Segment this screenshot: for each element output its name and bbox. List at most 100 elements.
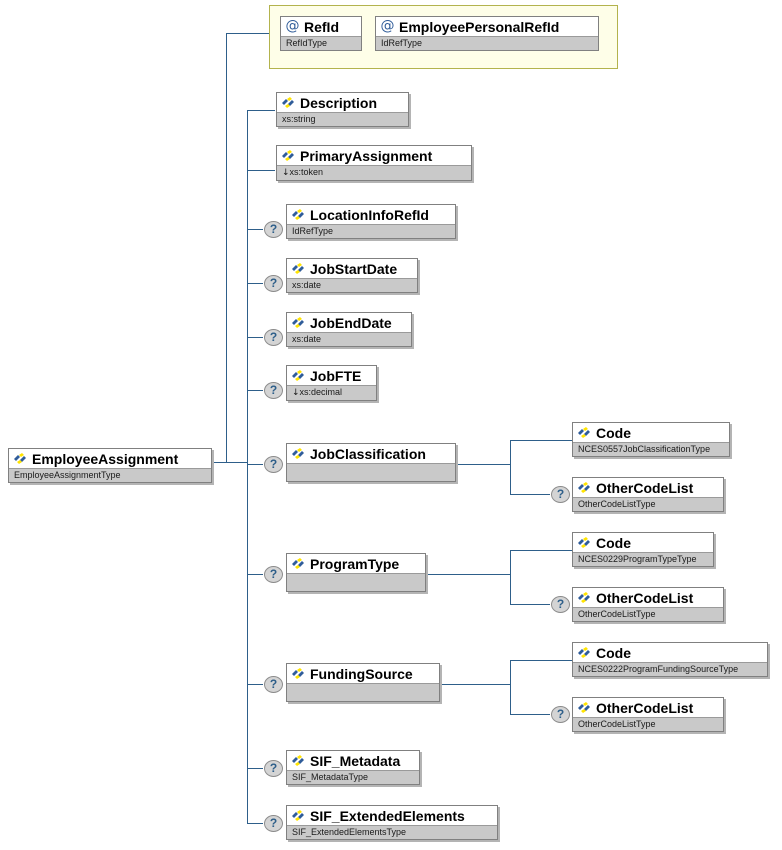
node-sifmetadata-title: SIF_Metadata — [287, 751, 419, 770]
attribute-node-employeepersonalrefid[interactable]: @ EmployeePersonalRefId IdRefType — [375, 16, 599, 51]
node-sifextendedelements[interactable]: SIF_ExtendedElements SIF_ExtendedElement… — [286, 805, 498, 840]
node-fundingsource-label: FundingSource — [310, 666, 413, 682]
node-primaryassignment[interactable]: PrimaryAssignment ↓xs:token — [276, 145, 472, 181]
node-programtype-code[interactable]: Code NCES0229ProgramTypeType — [572, 532, 714, 567]
node-jobclassification-label: JobClassification — [310, 446, 426, 462]
element-icon — [13, 452, 28, 466]
node-sifmetadata-type: SIF_MetadataType — [287, 770, 419, 784]
node-jobfte[interactable]: JobFTE ↓xs:decimal — [286, 365, 377, 401]
node-fundingsource-othercodelist-title: OtherCodeList — [573, 698, 723, 717]
optional-marker-fundingsource-othercodelist: ? — [551, 706, 570, 723]
node-jobstartdate[interactable]: JobStartDate xs:date — [286, 258, 418, 293]
node-jobenddate[interactable]: JobEndDate xs:date — [286, 312, 412, 347]
node-description-label: Description — [300, 95, 378, 111]
node-jobclassification-code[interactable]: Code NCES0557JobClassificationType — [572, 422, 730, 457]
element-icon — [577, 591, 592, 605]
element-icon — [291, 262, 306, 276]
element-icon — [291, 208, 306, 222]
attribute-node-refid[interactable]: @ RefId RefIdType — [280, 16, 362, 51]
connector-arm-jobclassification — [247, 464, 263, 465]
node-sifextendedelements-label: SIF_ExtendedElements — [310, 808, 465, 824]
node-locationinforefid-title: LocationInfoRefId — [287, 205, 455, 224]
node-description[interactable]: Description xs:string — [276, 92, 409, 127]
node-locationinforefid-type: IdRefType — [287, 224, 455, 238]
optional-marker-sifmetadata: ? — [264, 760, 283, 777]
node-primaryassignment-type: ↓xs:token — [277, 165, 471, 180]
node-sifextendedelements-title: SIF_ExtendedElements — [287, 806, 497, 825]
element-icon — [577, 426, 592, 440]
node-jobclassification[interactable]: JobClassification — [286, 443, 456, 482]
attribute-icon: @ — [285, 18, 300, 34]
element-icon — [577, 646, 592, 660]
node-fundingsource-othercodelist-type: OtherCodeListType — [573, 717, 723, 731]
optional-marker-fundingsource: ? — [264, 676, 283, 693]
connector-attribute-trunk — [226, 33, 227, 463]
node-sifmetadata-label: SIF_Metadata — [310, 753, 401, 769]
connector-fundingsource-code — [510, 660, 572, 661]
element-icon — [577, 536, 592, 550]
node-employeeassignment-title: EmployeeAssignment — [9, 449, 211, 468]
node-jobfte-title: JobFTE — [287, 366, 376, 385]
element-icon — [281, 96, 296, 110]
node-fundingsource[interactable]: FundingSource — [286, 663, 440, 702]
derived-type-arrow-icon: ↓ — [292, 388, 300, 398]
node-jobclassification-title: JobClassification — [287, 444, 455, 463]
element-icon — [577, 701, 592, 715]
connector-programtype-code — [510, 550, 572, 551]
node-jobenddate-label: JobEndDate — [310, 315, 392, 331]
connector-arm-jobfte — [247, 390, 263, 391]
node-primaryassignment-type-text: xs:token — [289, 167, 324, 177]
connector-fundingsource-stub — [440, 684, 510, 685]
connector-programtype-stub — [426, 574, 510, 575]
node-employeeassignment[interactable]: EmployeeAssignment EmployeeAssignmentTyp… — [8, 448, 212, 483]
node-jobenddate-title: JobEndDate — [287, 313, 411, 332]
node-programtype-label: ProgramType — [310, 556, 400, 572]
derived-type-arrow-icon: ↓ — [282, 168, 290, 178]
connector-arm-locationinforefid — [247, 229, 263, 230]
connector-arm-fundingsource — [247, 684, 263, 685]
node-programtype-code-label: Code — [596, 535, 631, 551]
node-description-title: Description — [277, 93, 408, 112]
node-programtype-othercodelist[interactable]: OtherCodeList OtherCodeListType — [572, 587, 724, 622]
node-description-type: xs:string — [277, 112, 408, 126]
attribute-node-refid-type: RefIdType — [281, 36, 361, 50]
node-jobclassification-code-type: NCES0557JobClassificationType — [573, 442, 729, 456]
connector-arm-programtype — [247, 574, 263, 575]
node-jobclassification-othercodelist[interactable]: OtherCodeList OtherCodeListType — [572, 477, 724, 512]
element-icon — [291, 809, 306, 823]
element-icon — [281, 149, 296, 163]
attribute-node-refid-label: RefId — [304, 19, 339, 35]
optional-marker-programtype-othercodelist: ? — [551, 596, 570, 613]
node-jobfte-type: ↓xs:decimal — [287, 385, 376, 400]
optional-marker-jobclassification-othercodelist: ? — [551, 486, 570, 503]
node-fundingsource-code[interactable]: Code NCES0222ProgramFundingSourceType — [572, 642, 768, 677]
node-programtype-othercodelist-title: OtherCodeList — [573, 588, 723, 607]
node-sifmetadata[interactable]: SIF_Metadata SIF_MetadataType — [286, 750, 420, 785]
node-jobfte-type-text: xs:decimal — [299, 387, 343, 397]
node-employeeassignment-label: EmployeeAssignment — [32, 451, 179, 467]
element-icon — [577, 481, 592, 495]
connector-arm-description — [247, 110, 275, 111]
element-icon — [291, 447, 306, 461]
connector-arm-jobstartdate — [247, 283, 263, 284]
attribute-node-employeepersonalrefid-label: EmployeePersonalRefId — [399, 19, 560, 35]
node-jobfte-label: JobFTE — [310, 368, 362, 384]
connector-jobclassification-othercodelist — [510, 494, 550, 495]
connector-element-trunk — [247, 110, 248, 823]
optional-marker-jobstartdate: ? — [264, 275, 283, 292]
node-jobclassification-type — [287, 463, 455, 481]
node-programtype-type — [287, 573, 425, 591]
connector-jobclassification-code — [510, 440, 572, 441]
node-programtype[interactable]: ProgramType — [286, 553, 426, 592]
node-fundingsource-othercodelist[interactable]: OtherCodeList OtherCodeListType — [572, 697, 724, 732]
optional-marker-programtype: ? — [264, 566, 283, 583]
attribute-node-refid-title: @ RefId — [281, 17, 361, 36]
node-locationinforefid[interactable]: LocationInfoRefId IdRefType — [286, 204, 456, 239]
node-fundingsource-othercodelist-label: OtherCodeList — [596, 700, 694, 716]
node-jobclassification-othercodelist-label: OtherCodeList — [596, 480, 694, 496]
connector-root-stub — [212, 462, 227, 463]
element-icon — [291, 557, 306, 571]
connector-fundingsource-trunk — [510, 660, 511, 714]
node-jobclassification-code-title: Code — [573, 423, 729, 442]
